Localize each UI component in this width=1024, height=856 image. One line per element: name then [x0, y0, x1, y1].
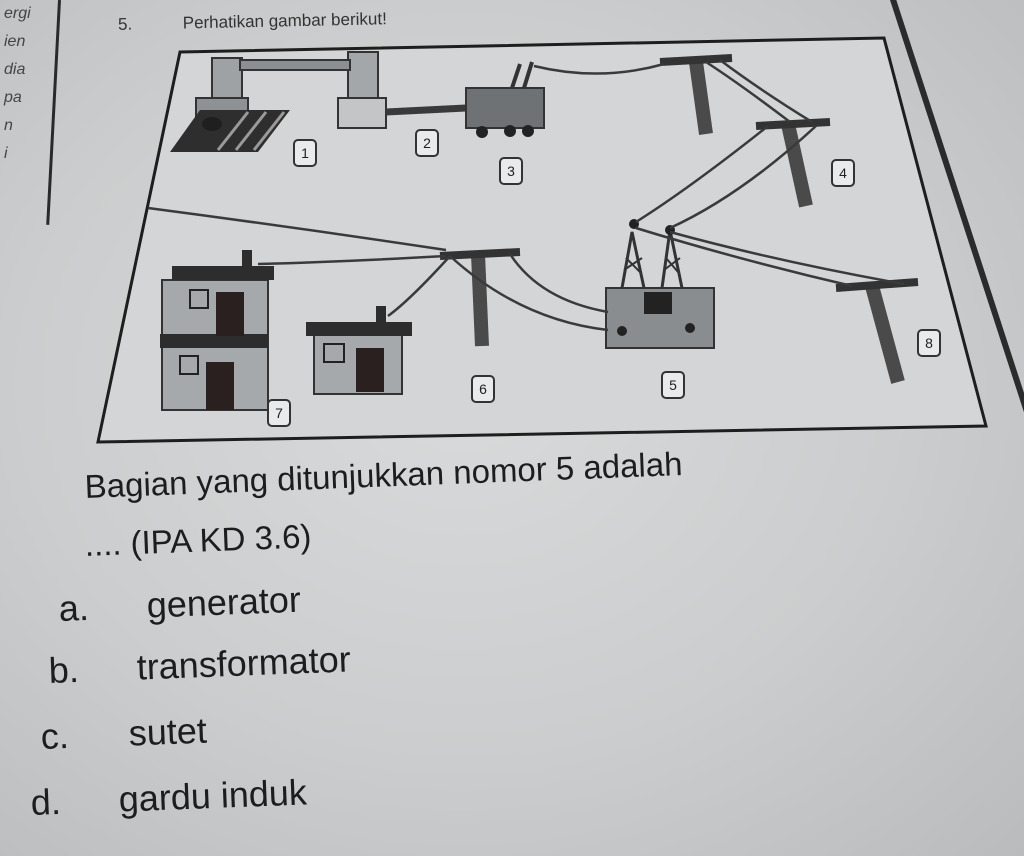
question-stem: Bagian yang ditunjukkan nomor 5 adalah	[84, 445, 684, 505]
margin-fragment: i	[4, 145, 8, 162]
option-letter: c.	[40, 714, 70, 757]
question-stem-continuation: .... (IPA KD 3.6)	[84, 517, 313, 563]
distribution-pole-icon	[439, 248, 521, 347]
number-labels: 1 2 3 4 5 6 7 8	[267, 129, 941, 427]
option-b[interactable]: b. transformator	[48, 638, 351, 692]
option-text: transformator	[135, 638, 352, 688]
transmission-pole-icon	[659, 54, 831, 208]
label-3: 3	[507, 163, 515, 179]
substation-icon	[605, 219, 715, 349]
label-5: 5	[669, 377, 677, 393]
option-letter: b.	[48, 648, 80, 691]
generator-icon	[337, 97, 467, 129]
margin-fragment: pa	[4, 89, 22, 106]
margin-fragment: ien	[4, 33, 26, 50]
option-d[interactable]: d. gardu induk	[30, 771, 308, 824]
option-text: generator	[145, 578, 302, 626]
power-distribution-diagram: 1 2 3 4 5 6 7 8	[96, 36, 988, 444]
label-6: 6	[479, 381, 487, 397]
option-text: gardu induk	[117, 771, 308, 820]
option-c[interactable]: c. sutet	[40, 710, 208, 758]
margin-fragment: n	[4, 117, 13, 134]
label-7: 7	[275, 405, 283, 421]
label-1: 1	[301, 145, 309, 161]
option-text: sutet	[127, 709, 208, 754]
label-2: 2	[423, 135, 431, 151]
label-8: 8	[925, 335, 933, 351]
houses-icon	[160, 250, 412, 411]
margin-fragment: ergi	[4, 5, 31, 22]
transmission-pole-8-icon	[835, 278, 919, 384]
power-plant-icon	[170, 51, 379, 152]
power-lines	[147, 58, 905, 332]
label-4: 4	[839, 165, 847, 181]
step-up-transformer-icon	[465, 61, 545, 138]
previous-column-fragments: ergi ien dia pa n i	[0, 0, 60, 200]
option-letter: a.	[58, 586, 90, 629]
option-letter: d.	[30, 780, 62, 823]
option-a[interactable]: a. generator	[58, 579, 302, 630]
margin-fragment: dia	[4, 61, 26, 78]
